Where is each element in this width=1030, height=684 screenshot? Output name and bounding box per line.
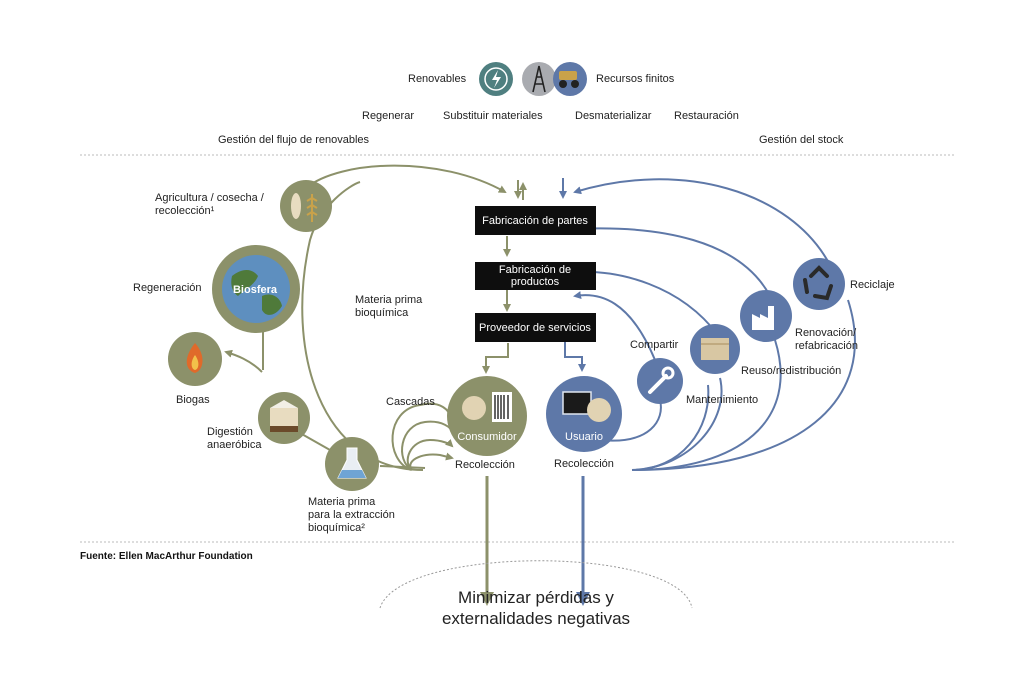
anaerobic-digestion-icon [258, 392, 310, 444]
regeneration-label: Regeneración [133, 282, 202, 294]
biosphere-globe-icon: Biosfera [212, 245, 300, 333]
mining-truck-icon [553, 62, 587, 96]
wrench-icon [637, 358, 683, 404]
consumer-collection-label: Recolección [455, 459, 515, 471]
principle-restore: Restauración [674, 110, 739, 122]
reuse-label: Reuso/redistribución [741, 365, 841, 377]
principle-dematerialise: Desmaterializar [575, 110, 652, 122]
user-node: Usuario [546, 376, 622, 452]
recycling-icon [793, 258, 845, 310]
parts-manufacturing-box: Fabricación de partes [475, 206, 596, 235]
biochemical-feedstock-label-line1: Materia prima [355, 294, 423, 306]
minimise-losses-line2: externalidades negativas [442, 609, 630, 628]
digestion-label-line2: anaeróbica [207, 439, 262, 451]
refurbish-label-line2: refabricación [795, 340, 858, 352]
service-provider-box: Proveedor de servicios [475, 313, 596, 342]
agriculture-label-line2: recolección¹ [155, 205, 215, 217]
svg-text:Fabricación de partes: Fabricación de partes [482, 215, 588, 227]
technical-flows [559, 178, 856, 606]
principle-substitute: Substituir materiales [443, 110, 543, 122]
source-note: Fuente: Ellen MacArthur Foundation [80, 551, 253, 562]
feedstock-label-line1: Materia prima [308, 496, 376, 508]
feedstock-label-line3: bioquímica² [308, 522, 365, 534]
principle-regenerate: Regenerar [362, 110, 414, 122]
svg-text:Fabricación de: Fabricación de [499, 264, 571, 276]
consumer-icon [462, 392, 512, 422]
svg-text:Proveedor de servicios: Proveedor de servicios [479, 322, 591, 334]
cascades-label: Cascadas [386, 396, 435, 408]
renewables-label: Renovables [408, 73, 467, 85]
renewable-energy-icon [479, 62, 513, 96]
user-collection-label: Recolección [554, 458, 614, 470]
biogas-flame-icon [168, 332, 222, 386]
share-label: Compartir [630, 339, 679, 351]
biogas-label: Biogas [176, 394, 210, 406]
finite-resources-label: Recursos finitos [596, 73, 675, 85]
refurbish-label-line1: Renovación/ [795, 327, 857, 339]
flask-icon [325, 437, 379, 491]
recycling-label: Reciclaje [850, 279, 895, 291]
agriculture-label-line1: Agricultura / cosecha / [155, 192, 265, 204]
factory-icon [740, 290, 792, 342]
fish-and-wheat-icon [280, 180, 332, 232]
svg-text:Biosfera: Biosfera [233, 284, 278, 296]
consumer-node: Consumidor [447, 376, 527, 456]
minimise-losses-line1: Minimizar pérdidas y [458, 588, 614, 607]
user-icon [562, 391, 611, 422]
right-section-title: Gestión del stock [759, 134, 844, 146]
loss-boundary-arc [379, 560, 693, 609]
digestion-label-line1: Digestión [207, 426, 253, 438]
svg-text:Consumidor: Consumidor [457, 431, 517, 443]
feedstock-label-line2: para la extracción [308, 509, 395, 521]
left-section-title: Gestión del flujo de renovables [218, 134, 370, 146]
svg-text:productos: productos [511, 276, 560, 288]
oil-derrick-icon [522, 62, 556, 96]
svg-text:Usuario: Usuario [565, 431, 603, 443]
biological-flows [224, 164, 527, 606]
box-icon [690, 324, 740, 374]
maintenance-label: Mantenimiento [686, 394, 758, 406]
product-manufacturing-box: Fabricación de productos [475, 262, 596, 290]
biochemical-feedstock-label-line2: bioquímica [355, 307, 409, 319]
